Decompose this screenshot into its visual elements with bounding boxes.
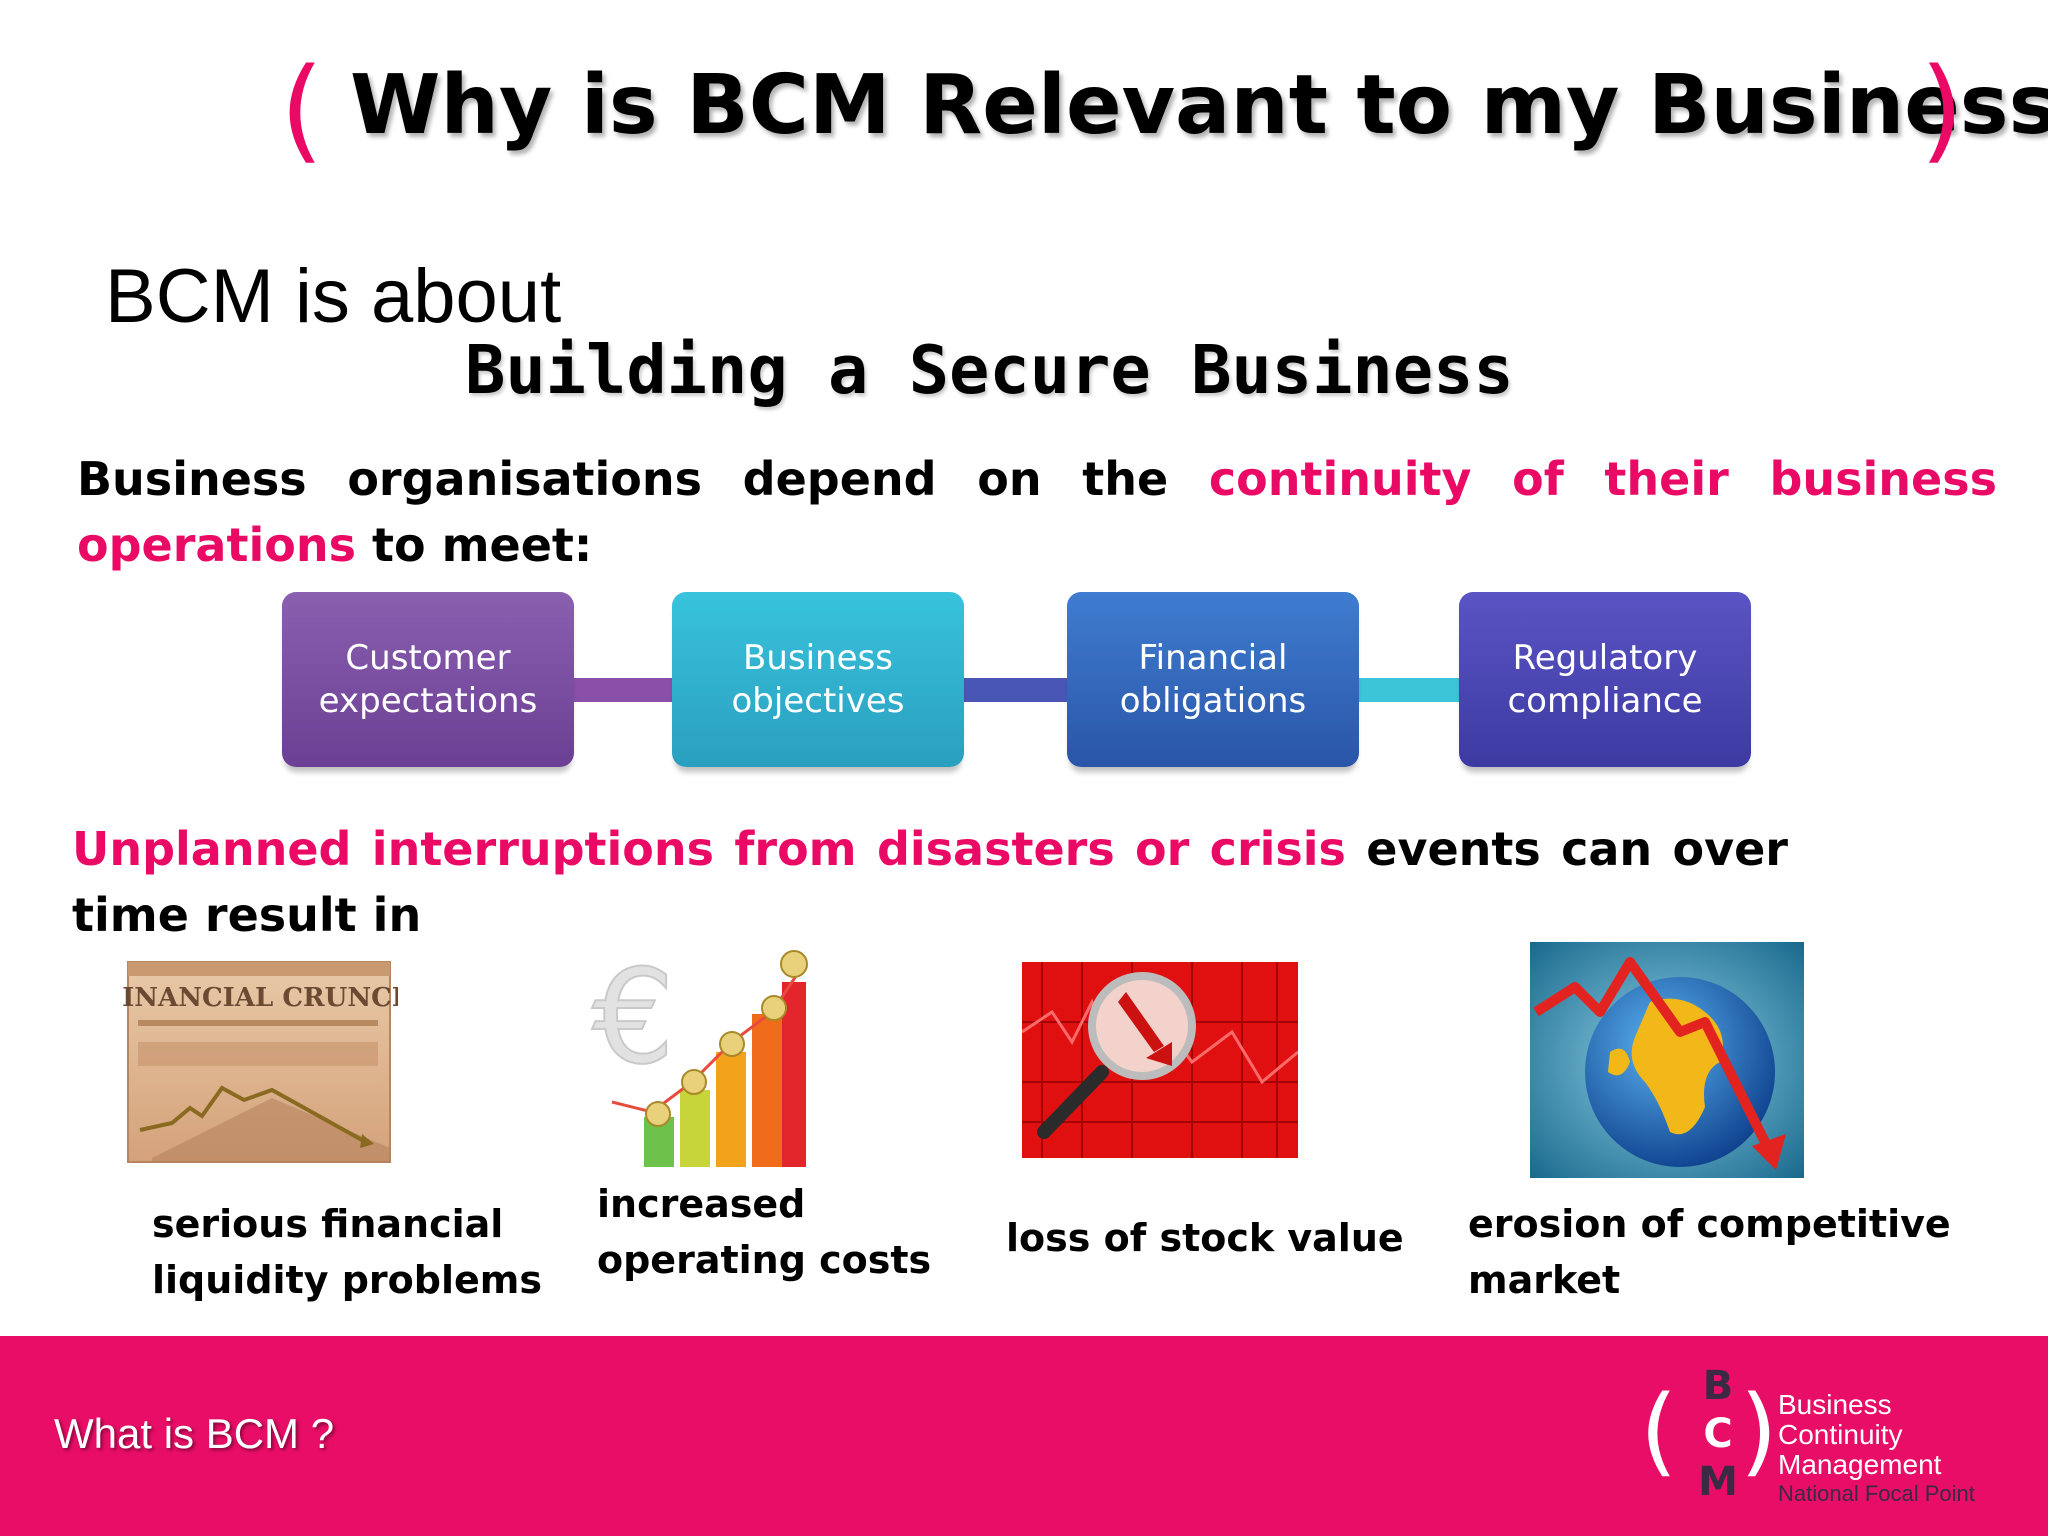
box-line: compliance: [1507, 680, 1703, 721]
connector-3: [1356, 678, 1462, 702]
box-line: Customer: [345, 637, 511, 678]
logo-line: Business: [1778, 1389, 1892, 1420]
logo-text: Business Continuity Management National …: [1778, 1390, 1975, 1508]
box-line: objectives: [731, 680, 905, 721]
subtitle-main: Building a Secure Business: [465, 331, 1514, 409]
impact-caption-liquidity: serious financial liquidity problems: [152, 1196, 542, 1308]
impact-caption-competitive-market: erosion of competitive market: [1468, 1196, 1951, 1308]
logo-left-paren: (: [1640, 1375, 1678, 1487]
financial-crunch-newspaper-icon: FINANCIAL CRUNCH: [122, 958, 398, 1170]
logo-letter: B: [1702, 1363, 1734, 1409]
para1-before: Business organisations depend on the: [77, 452, 1209, 506]
bcm-logo: ( B C M ) Business Continuity Management…: [1640, 1362, 2040, 1522]
right-paren: ): [1920, 45, 1964, 175]
caption-line: loss of stock value: [1006, 1216, 1404, 1260]
connector-2: [960, 678, 1070, 702]
euro-symbol: €: [592, 942, 675, 1093]
paragraph-dependency: Business organisations depend on the con…: [77, 446, 1997, 578]
para1-highlight: continuity of their business operations: [77, 452, 1997, 572]
logo-right-paren: ): [1740, 1375, 1778, 1487]
slide-title: Why is BCM Relevant to my Business: [350, 58, 2048, 153]
subtitle-intro: BCM is about: [105, 254, 562, 339]
box-line: expectations: [318, 680, 538, 721]
logo-line: Management: [1778, 1449, 1942, 1480]
para1-after: to meet:: [355, 518, 593, 572]
box-line: obligations: [1119, 680, 1307, 721]
logo-subtitle: National Focal Point: [1778, 1481, 1975, 1506]
paragraph-interruptions: Unplanned interruptions from disasters o…: [72, 816, 1788, 948]
caption-line: increased: [597, 1182, 806, 1226]
connector-1: [570, 678, 674, 702]
caption-line: operating costs: [597, 1238, 932, 1282]
stock-magnifier-down-arrow-icon: [1022, 962, 1298, 1158]
slide-title-group: ( Why is BCM Relevant to my Business ): [280, 40, 2048, 180]
impact-caption-operating-costs: increased operating costs: [597, 1176, 931, 1288]
box-line: Financial: [1138, 637, 1288, 678]
image-headline: FINANCIAL CRUNCH: [122, 983, 398, 1013]
left-paren: (: [280, 45, 324, 175]
para2-highlight: Unplanned interruptions from disasters o…: [72, 822, 1346, 876]
impact-caption-stock-value: loss of stock value: [1006, 1210, 1404, 1266]
caption-line: liquidity problems: [152, 1258, 542, 1302]
logo-letters: B C M: [1692, 1362, 1744, 1506]
caption-line: serious financial: [152, 1202, 504, 1246]
globe-falling-arrow-icon: [1530, 942, 1804, 1178]
box-line: Business: [743, 637, 893, 678]
caption-line: market: [1468, 1258, 1621, 1302]
logo-letter: C: [1703, 1411, 1733, 1457]
box-line: Regulatory: [1512, 637, 1698, 678]
footer-bar: [0, 1336, 2048, 1536]
logo-letter: M: [1698, 1459, 1738, 1505]
caption-line: erosion of competitive: [1468, 1202, 1951, 1246]
para2-after: events can over time result in: [72, 822, 1788, 942]
rising-cost-bar-chart-icon: €: [582, 942, 822, 1178]
logo-line: Continuity: [1778, 1419, 1903, 1450]
footer-link-what-is-bcm[interactable]: What is BCM ?: [54, 1410, 335, 1457]
